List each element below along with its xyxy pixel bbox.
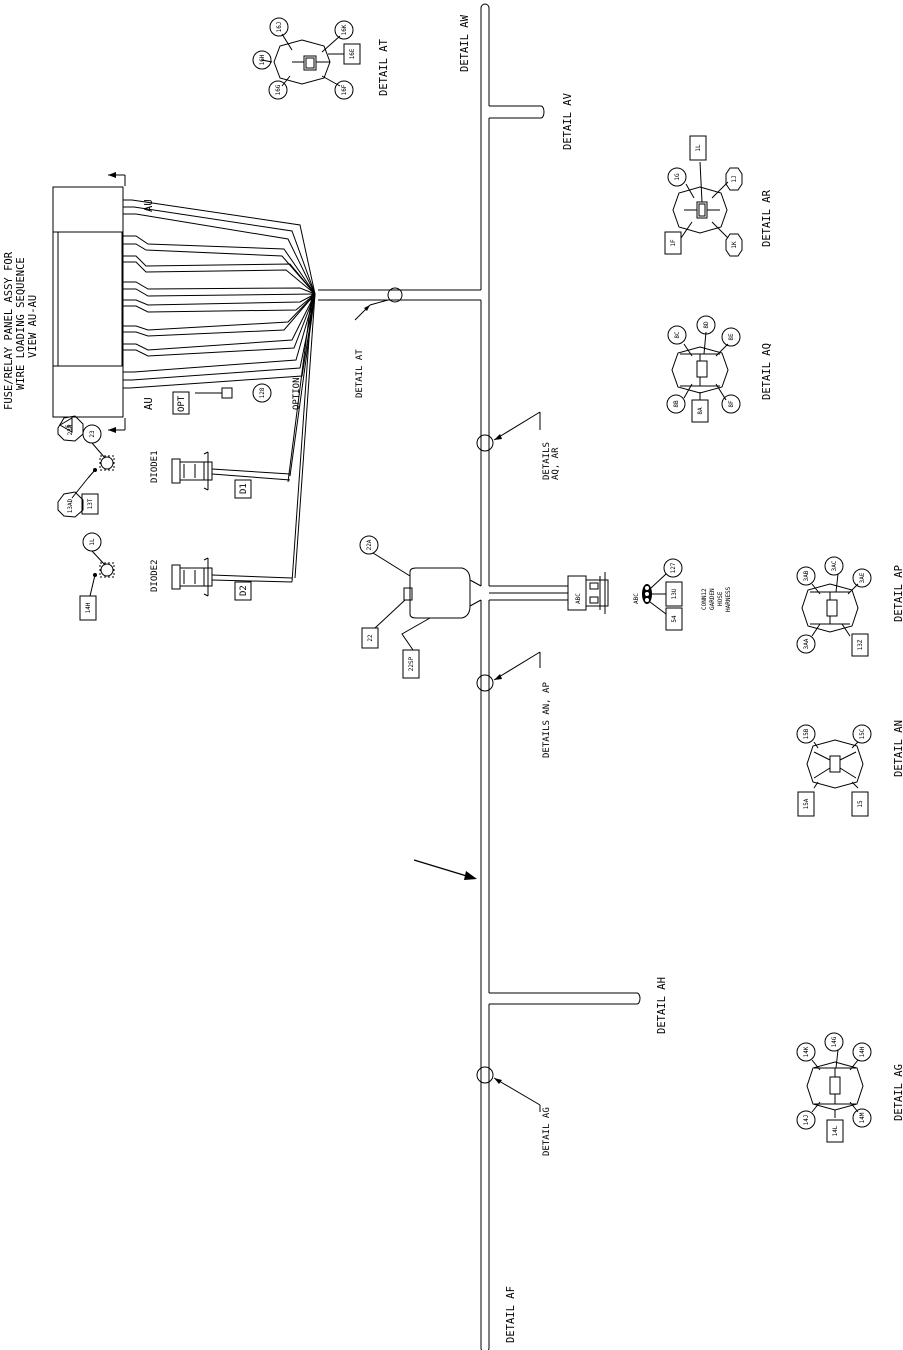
callout-14h: 14H (859, 1046, 866, 1057)
opt-label: OPT (177, 395, 187, 412)
detail-titles: DETAIL AW DETAIL AV DETAIL AT DETAIL AR … (378, 14, 903, 1343)
callout-23a: 23A (67, 424, 74, 435)
detail-aw-label: DETAIL AW (459, 14, 471, 72)
garden-hose-connector: ABC ABC 127 13U 54 CONN12 GARDEN HOSE HA… (567, 558, 732, 631)
ground-23-group: 6 23A 23 13AD 13T (57, 415, 115, 518)
details-aq-ar-line1: DETAILS (542, 442, 552, 480)
box-22: 22 (367, 634, 374, 642)
callout-3ac: 3AC (831, 560, 838, 571)
box-16e: 16E (349, 48, 356, 59)
title-line-1: FUSE/RELAY PANEL ASSY FOR (3, 251, 15, 410)
title-line-2: WIRE LOADING SEQUENCE (15, 257, 27, 390)
callout-23: 23 (89, 430, 96, 438)
box-54: 54 (671, 615, 678, 623)
callout-8f: 8F (728, 400, 735, 408)
detail-ap: 3AB 3AC 3AE 3AA 13Z (796, 556, 872, 657)
detail-at: 16J 16K 16H 16E 16G 16F (252, 17, 361, 100)
diode-2: D2 DIODE2 (150, 293, 316, 601)
conn-label-4: HARNESS (725, 586, 732, 612)
box-14h: 14H (85, 602, 92, 613)
box-13z: 13Z (857, 639, 864, 650)
details-aq-ar-line2: AQ, AR (551, 447, 561, 480)
title-line-3: VIEW AU-AU (27, 295, 39, 358)
callout-16j: 16J (276, 22, 283, 33)
d2-label: D2 (239, 585, 249, 596)
callout-16f: 16F (341, 84, 348, 95)
callout-22a: 22A (366, 539, 373, 550)
panel-wire-fan (123, 199, 316, 389)
box-15: 15 (857, 800, 864, 808)
callout-8e: 8E (728, 333, 735, 341)
callout-1g: 1G (674, 173, 681, 181)
callout-8d: 8D (703, 321, 710, 329)
detail-ag: 14K 14G 14H 14J 14L 14M (796, 1032, 872, 1143)
callout-8b: 8B (673, 400, 680, 408)
detail-ar-label: DETAIL AR (761, 189, 773, 247)
callout-15b: 15B (803, 728, 810, 739)
callout-1l-ground: 1L (89, 538, 96, 546)
detail-ar: 1L 1G 1J 1F 1K (664, 135, 743, 257)
box-1f: 1F (670, 239, 677, 247)
detail-ah-label: DETAIL AH (656, 977, 668, 1034)
d1-label: D1 (239, 483, 249, 494)
box-1l: 1L (695, 144, 702, 152)
detail-at-label: DETAIL AT (378, 38, 390, 96)
abc-label: ABC (633, 593, 640, 604)
detail-aq: 8C 8D 8E 8B 8A 8F (666, 315, 741, 423)
detail-an-label: DETAIL AN (893, 720, 903, 777)
callout-1k: 1K (731, 241, 738, 249)
callout-3ab: 3AB (803, 570, 810, 581)
detail-ag-pointer-label: DETAIL AG (542, 1107, 552, 1156)
callout-127: 127 (670, 562, 677, 573)
callout-8c: 8C (674, 331, 681, 339)
callout-16h: 16H (259, 54, 266, 65)
triangle-6: 6 (65, 424, 72, 428)
detail-at-pointer-label: DETAIL AT (355, 349, 365, 398)
callout-1j: 1J (731, 175, 738, 182)
callout-14k: 14K (803, 1046, 810, 1057)
box-13u: 13U (671, 588, 678, 599)
option-label: OPTION (292, 377, 302, 410)
detail-af-label: DETAIL AF (505, 1286, 517, 1343)
conn-label-1: CONN12 (701, 588, 708, 610)
splice-22: 22A 22 22SP (359, 535, 471, 679)
conn-label-3: HOSE (717, 591, 724, 606)
diode-1: D1 DIODE1 (150, 450, 291, 499)
box-15a: 15A (803, 798, 810, 809)
box-14l: 14L (832, 1125, 839, 1136)
callout-15c: 15C (859, 728, 866, 739)
box-13t: 13T (87, 498, 94, 509)
conn-label-2: GARDEN (709, 588, 716, 610)
option-lead: OPT 128 OPTION (172, 293, 316, 483)
view-mark-bottom: AU (143, 397, 155, 410)
title-block: FUSE/RELAY PANEL ASSY FOR WIRE LOADING S… (3, 251, 39, 410)
detail-an: 15B 15C 15A 15 (796, 724, 872, 817)
callout-128: 128 (259, 387, 266, 398)
detail-pointers: DETAIL AT DETAILS AQ, AR DETAILS AN, AP … (354, 299, 561, 1156)
callout-16g: 16G (275, 84, 282, 95)
connector-abc: ABC (575, 593, 582, 604)
callout-14m: 14M (859, 1112, 866, 1123)
diode1-label: DIODE1 (150, 450, 160, 483)
callout-3ae: 3AE (859, 572, 866, 583)
detail-ag-label: DETAIL AG (893, 1064, 903, 1121)
callout-14g: 14G (831, 1036, 838, 1047)
box-8a: 8A (697, 407, 704, 415)
diode2-label: DIODE2 (150, 559, 160, 592)
box-22sp: 22SP (408, 656, 415, 671)
details-an-ap-pointer-label: DETAILS AN, AP (542, 682, 552, 758)
detail-ap-label: DETAIL AP (893, 565, 903, 622)
ground-1l-group: 1L 14H (79, 532, 115, 621)
callout-16k: 16K (341, 24, 348, 35)
callout-3aa: 3AA (803, 638, 810, 649)
main-trunk (318, 3, 641, 1350)
detail-av-label: DETAIL AV (562, 92, 574, 150)
callout-13ad: 13AD (67, 498, 74, 513)
fuse-relay-panel: AU AU (52, 172, 155, 433)
callout-14j: 14J (803, 1115, 810, 1126)
detail-aq-label: DETAIL AQ (761, 343, 773, 400)
trunk-pointer-arrow (413, 859, 477, 880)
